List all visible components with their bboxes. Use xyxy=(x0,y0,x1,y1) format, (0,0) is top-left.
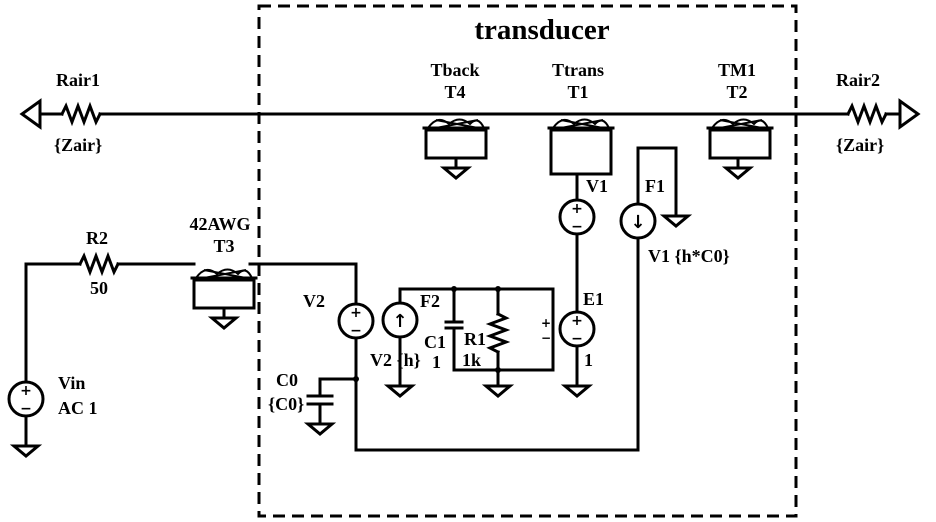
left-port-terminal xyxy=(19,98,42,130)
v2-label: V2 xyxy=(303,291,325,311)
e1-label: E1 xyxy=(583,289,604,309)
f1-label: F1 xyxy=(645,176,665,196)
svg-text:+: + xyxy=(20,383,32,399)
svg-text:+: + xyxy=(571,313,583,329)
t4-label-2: T4 xyxy=(444,82,465,102)
svg-text:+: + xyxy=(350,305,362,321)
vin-label: Vin xyxy=(58,373,85,393)
t3-label-1: 42AWG xyxy=(189,214,250,234)
c0-capacitor xyxy=(303,376,359,436)
v1-label: V1 xyxy=(586,176,608,196)
acoustic-line xyxy=(19,98,921,130)
rair1-value: {Zair} xyxy=(54,135,102,155)
r2-resistor xyxy=(77,251,121,277)
r1-label: R1 xyxy=(464,329,486,349)
svg-text:+: + xyxy=(571,201,583,217)
t4-transmission-line xyxy=(422,118,490,180)
svg-text:−: − xyxy=(571,219,583,235)
vin-voltage-source: + − xyxy=(7,380,45,458)
input-wiring xyxy=(24,251,358,384)
svg-text:+: + xyxy=(541,316,551,330)
t4-label-1: Tback xyxy=(430,60,479,80)
svg-text:↑: ↑ xyxy=(392,311,407,332)
svg-text:−: − xyxy=(20,401,32,417)
t1-label-1: Ttrans xyxy=(552,60,604,80)
rair1-label: Rair1 xyxy=(56,70,100,90)
e1-value: 1 xyxy=(584,350,593,370)
svg-text:↓: ↓ xyxy=(630,212,645,233)
right-port-terminal xyxy=(898,98,921,130)
f1-current-source: ↓ xyxy=(619,146,693,452)
t3-label-2: T3 xyxy=(213,236,234,256)
c1-label: C1 xyxy=(424,332,446,352)
t3-transmission-line xyxy=(190,268,258,330)
t2-transmission-line xyxy=(706,118,774,180)
t1-label-2: T1 xyxy=(567,82,588,102)
v1-voltage-source: + − xyxy=(558,198,596,314)
f2-value: V2 {h} xyxy=(370,350,421,370)
sensing-network: ↑ + − + − xyxy=(381,286,596,398)
v2-voltage-source: + − xyxy=(337,302,640,452)
c0-value: {C0} xyxy=(268,394,304,414)
c1-value: 1 xyxy=(432,352,441,372)
r2-value: 50 xyxy=(90,278,108,298)
t2-label-2: T2 xyxy=(726,82,747,102)
svg-text:−: − xyxy=(571,331,583,347)
r1-value: 1k xyxy=(462,350,481,370)
rair2-resistor xyxy=(845,101,889,127)
t2-label-1: TM1 xyxy=(718,60,756,80)
r1-resistor xyxy=(485,311,511,355)
transducer-title: transducer xyxy=(474,14,609,46)
c0-label: C0 xyxy=(276,370,298,390)
rair2-value: {Zair} xyxy=(836,135,884,155)
rair2-label: Rair2 xyxy=(836,70,880,90)
transducer-boundary xyxy=(257,4,798,518)
svg-text:−: − xyxy=(350,323,362,339)
r2-label: R2 xyxy=(86,228,108,248)
vin-value: AC 1 xyxy=(58,398,98,418)
t1-transmission-line xyxy=(547,118,615,202)
svg-text:−: − xyxy=(541,331,551,345)
f2-label: F2 xyxy=(420,291,440,311)
f1-value: V1 {h*C0} xyxy=(648,246,730,266)
rair1-resistor xyxy=(59,101,103,127)
